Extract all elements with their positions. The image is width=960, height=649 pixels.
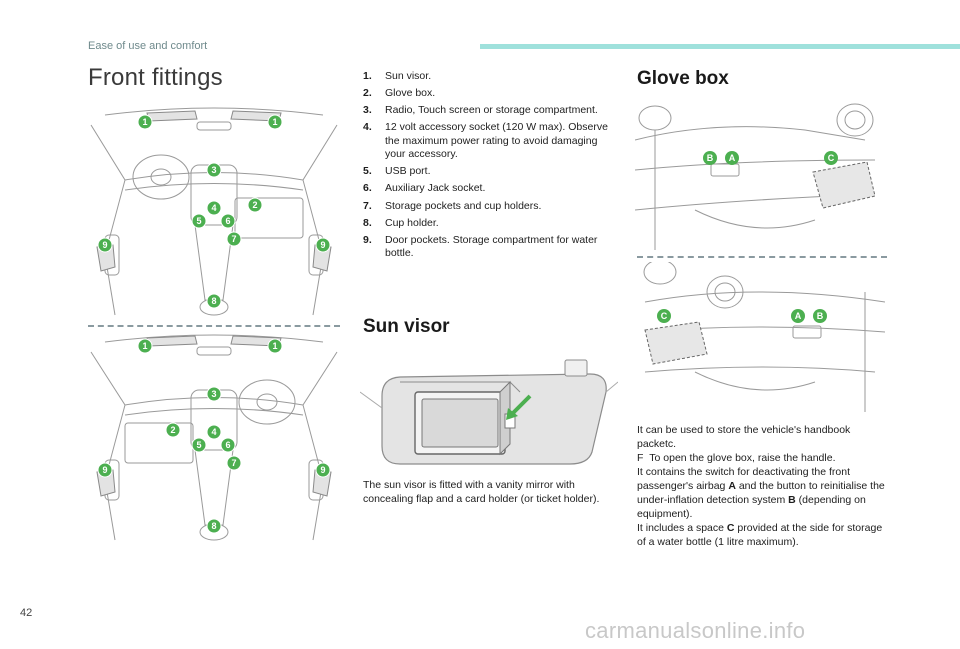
svg-text:9: 9 [102, 240, 107, 250]
svg-text:B: B [817, 311, 824, 321]
dashboard-illustration-lhd [90, 107, 338, 316]
svg-text:5: 5 [196, 216, 201, 226]
svg-text:3: 3 [211, 389, 216, 399]
svg-text:6: 6 [225, 440, 230, 450]
glove-box-text: It can be used to store the vehicle's ha… [637, 423, 887, 549]
page-title: Front fittings [88, 64, 223, 91]
svg-text:7: 7 [231, 458, 236, 468]
sun-visor-heading: Sun visor [363, 316, 450, 337]
header-accent-bar [480, 44, 960, 49]
svg-text:6: 6 [225, 216, 230, 226]
svg-text:9: 9 [320, 240, 325, 250]
bullet-icon: F [637, 452, 644, 464]
divider [637, 256, 887, 258]
watermark: carmanualsonline.info [585, 618, 806, 643]
list-item: 3.Radio, Touch screen or storage compart… [363, 104, 598, 117]
svg-text:7: 7 [231, 234, 236, 244]
glove-box-p4: It includes a space C provided at the si… [637, 522, 883, 548]
sun-visor-illustration [360, 359, 618, 465]
svg-text:1: 1 [272, 341, 277, 351]
svg-text:C: C [828, 153, 835, 163]
page-number: 42 [20, 607, 33, 619]
svg-text:C: C [661, 311, 668, 321]
list-item: 8.Cup holder. [363, 216, 439, 229]
list-item: 9.Door pockets. Storage compartment for … [363, 233, 598, 260]
list-item: 6.Auxiliary Jack socket. [363, 182, 486, 195]
glove-box-illustration-bottom: C A B [643, 262, 885, 412]
svg-text:1: 1 [142, 341, 147, 351]
list-item: 5.USB port. [363, 165, 431, 178]
svg-text:B: B [707, 153, 714, 163]
svg-text:1: 1 [272, 117, 277, 127]
svg-text:2: 2 [170, 425, 175, 435]
svg-text:A: A [795, 311, 802, 321]
fittings-list: 1.Sun visor. 2.Glove box. 3.Radio, Touch… [363, 70, 608, 264]
dashboard-illustration-rhd: 1 1 3 2 45 67 9 9 8 [90, 334, 338, 541]
list-item: 1.Sun visor. [363, 70, 432, 82]
glove-box-heading: Glove box [637, 68, 729, 89]
svg-text:1: 1 [142, 117, 147, 127]
glove-box-p2: F To open the glove box, raise the handl… [637, 452, 836, 464]
svg-text:8: 8 [211, 521, 216, 531]
svg-text:9: 9 [102, 465, 107, 475]
svg-text:2: 2 [252, 200, 257, 210]
glove-box-p1: It can be used to store the vehicle's ha… [637, 424, 851, 450]
list-item: 4.12 volt accessory socket (120 W max). … [363, 121, 608, 161]
sun-visor-description: The sun visor is fitted with a vanity mi… [363, 479, 600, 505]
list-item: 2.Glove box. [363, 87, 436, 100]
svg-text:4: 4 [211, 203, 216, 213]
divider [88, 325, 340, 327]
glove-box-p3: It contains the switch for deactivating … [637, 466, 885, 520]
svg-text:4: 4 [211, 427, 216, 437]
glove-box-illustration-top: B A C [635, 103, 876, 250]
list-item: 7.Storage pockets and cup holders. [363, 199, 542, 212]
svg-text:5: 5 [196, 440, 201, 450]
svg-text:3: 3 [211, 165, 216, 175]
svg-text:A: A [729, 153, 736, 163]
svg-text:8: 8 [211, 296, 216, 306]
section-header: Ease of use and comfort [88, 40, 208, 52]
svg-text:9: 9 [320, 465, 325, 475]
callout-markers-top: 1 1 3 2 45 67 9 9 8 [97, 114, 331, 309]
